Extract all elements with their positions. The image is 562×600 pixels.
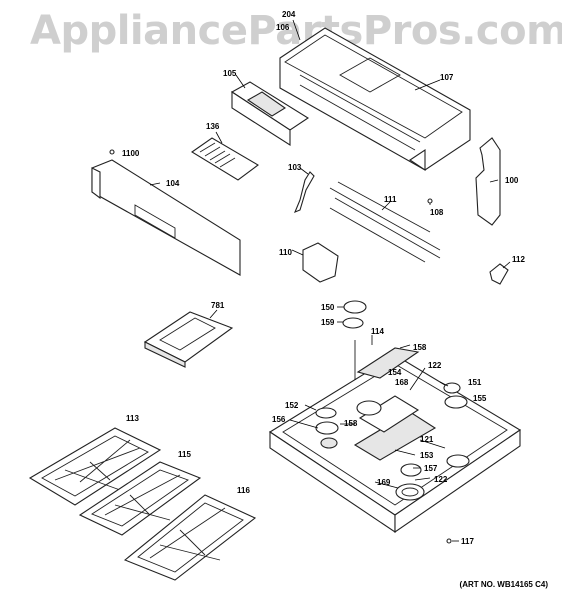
watermark-logo: AppliancePartsPros.com bbox=[30, 8, 562, 54]
label-114: 114 bbox=[371, 327, 384, 336]
label-136: 136 bbox=[206, 122, 220, 131]
grate-left bbox=[28, 427, 162, 506]
label-103: 103 bbox=[288, 163, 302, 172]
grate-center bbox=[78, 461, 202, 536]
label-204: 204 bbox=[282, 10, 296, 19]
label-107: 107 bbox=[440, 73, 454, 82]
burners bbox=[315, 395, 470, 501]
art-number: (ART NO. WB14165 C4) bbox=[459, 580, 548, 589]
part-labels: 204 106 107 105 136 1100 104 103 111 108… bbox=[122, 10, 525, 546]
grate-right bbox=[123, 494, 257, 581]
label-117: 117 bbox=[461, 537, 474, 546]
screws bbox=[109, 149, 452, 544]
label-110: 110 bbox=[279, 248, 292, 257]
wire-harness bbox=[329, 181, 441, 263]
label-121: 121 bbox=[420, 435, 434, 444]
electronic-control bbox=[230, 81, 310, 147]
label-151: 151 bbox=[468, 378, 482, 387]
label-106: 106 bbox=[276, 23, 290, 32]
backsplash-panel bbox=[279, 27, 471, 172]
spark-module bbox=[302, 242, 339, 283]
label-158-top: 158 bbox=[413, 343, 427, 352]
leader-lines bbox=[149, 19, 511, 542]
burner-caps bbox=[315, 300, 461, 419]
label-105: 105 bbox=[223, 69, 237, 78]
label-108: 108 bbox=[430, 208, 444, 217]
label-169: 169 bbox=[377, 478, 391, 487]
igniter-wire bbox=[293, 171, 315, 213]
label-159: 159 bbox=[321, 318, 335, 327]
label-153: 153 bbox=[420, 451, 434, 460]
label-111: 111 bbox=[384, 195, 397, 204]
label-122-top: 122 bbox=[428, 361, 442, 370]
control-overlay bbox=[190, 137, 259, 181]
label-112: 112 bbox=[512, 255, 525, 264]
label-115: 115 bbox=[178, 450, 191, 459]
label-154: 154 bbox=[388, 368, 402, 377]
cooktop bbox=[268, 354, 522, 534]
label-168: 168 bbox=[395, 378, 409, 387]
label-156: 156 bbox=[272, 415, 286, 424]
label-116: 116 bbox=[237, 486, 250, 495]
label-152: 152 bbox=[285, 401, 299, 410]
label-122-bottom: 122 bbox=[434, 475, 448, 484]
label-157: 157 bbox=[424, 464, 438, 473]
label-100: 100 bbox=[505, 176, 519, 185]
label-158-mid: 158 bbox=[344, 419, 358, 428]
label-113: 113 bbox=[126, 414, 139, 423]
label-781: 781 bbox=[211, 301, 225, 310]
label-104: 104 bbox=[166, 179, 180, 188]
side-trim bbox=[475, 137, 501, 226]
label-155: 155 bbox=[473, 394, 487, 403]
label-1100: 1100 bbox=[122, 149, 140, 158]
control-panel bbox=[91, 159, 241, 276]
bracket-clip bbox=[489, 263, 509, 285]
griddle-accessory bbox=[143, 311, 234, 368]
label-150: 150 bbox=[321, 303, 335, 312]
